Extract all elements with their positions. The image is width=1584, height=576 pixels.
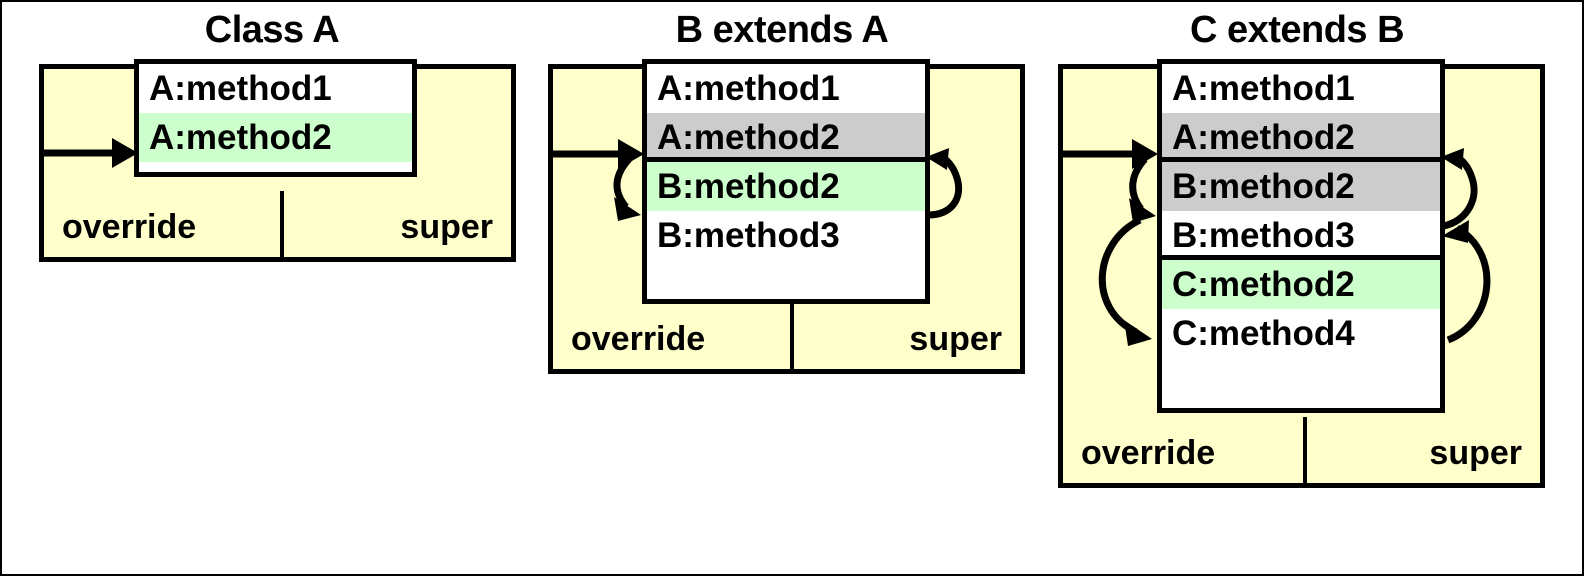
method-row[interactable]: A:method2	[647, 113, 925, 162]
panel-title-class-a: Class A	[204, 9, 340, 51]
method-list-a: A:method1 A:method2	[134, 59, 417, 177]
override-label-c: override	[1081, 434, 1216, 472]
panel-title-c-extends-b: C extends B	[1189, 9, 1405, 51]
panel-class-a: Class A override super A:method1 A:metho…	[12, 2, 532, 292]
method-list-b: A:method1 A:method2 B:method2 B:method3	[642, 59, 930, 304]
method-row[interactable]: B:method2	[1162, 162, 1440, 211]
panel-title-b-extends-a: B extends A	[675, 9, 889, 51]
override-label-a: override	[62, 208, 197, 246]
method-row[interactable]: A:method2	[1162, 113, 1440, 162]
method-row[interactable]: A:method1	[647, 64, 925, 113]
method-row[interactable]: B:method3	[1162, 211, 1440, 260]
method-row[interactable]: B:method3	[647, 211, 925, 260]
method-row[interactable]: A:method2	[139, 113, 412, 162]
override-super-divider-c	[1303, 417, 1307, 488]
method-row[interactable]: A:method1	[1162, 64, 1440, 113]
panel-b-extends-a: B extends A override super A:method1 A:m…	[522, 2, 1042, 402]
method-row[interactable]: C:method2	[1162, 260, 1440, 309]
method-row[interactable]: C:method4	[1162, 309, 1440, 358]
super-label-c: super	[1429, 434, 1522, 472]
method-list-c: A:method1 A:method2 B:method2 B:method3 …	[1157, 59, 1445, 413]
override-label-b: override	[571, 320, 706, 358]
override-super-divider-a	[280, 191, 284, 262]
method-row[interactable]: A:method1	[139, 64, 412, 113]
panel-c-extends-b: C extends B override super A:method1 A:m…	[1032, 2, 1562, 502]
super-label-b: super	[909, 320, 1002, 358]
super-label-a: super	[400, 208, 493, 246]
override-super-divider-b	[790, 303, 794, 374]
method-row[interactable]: B:method2	[647, 162, 925, 211]
